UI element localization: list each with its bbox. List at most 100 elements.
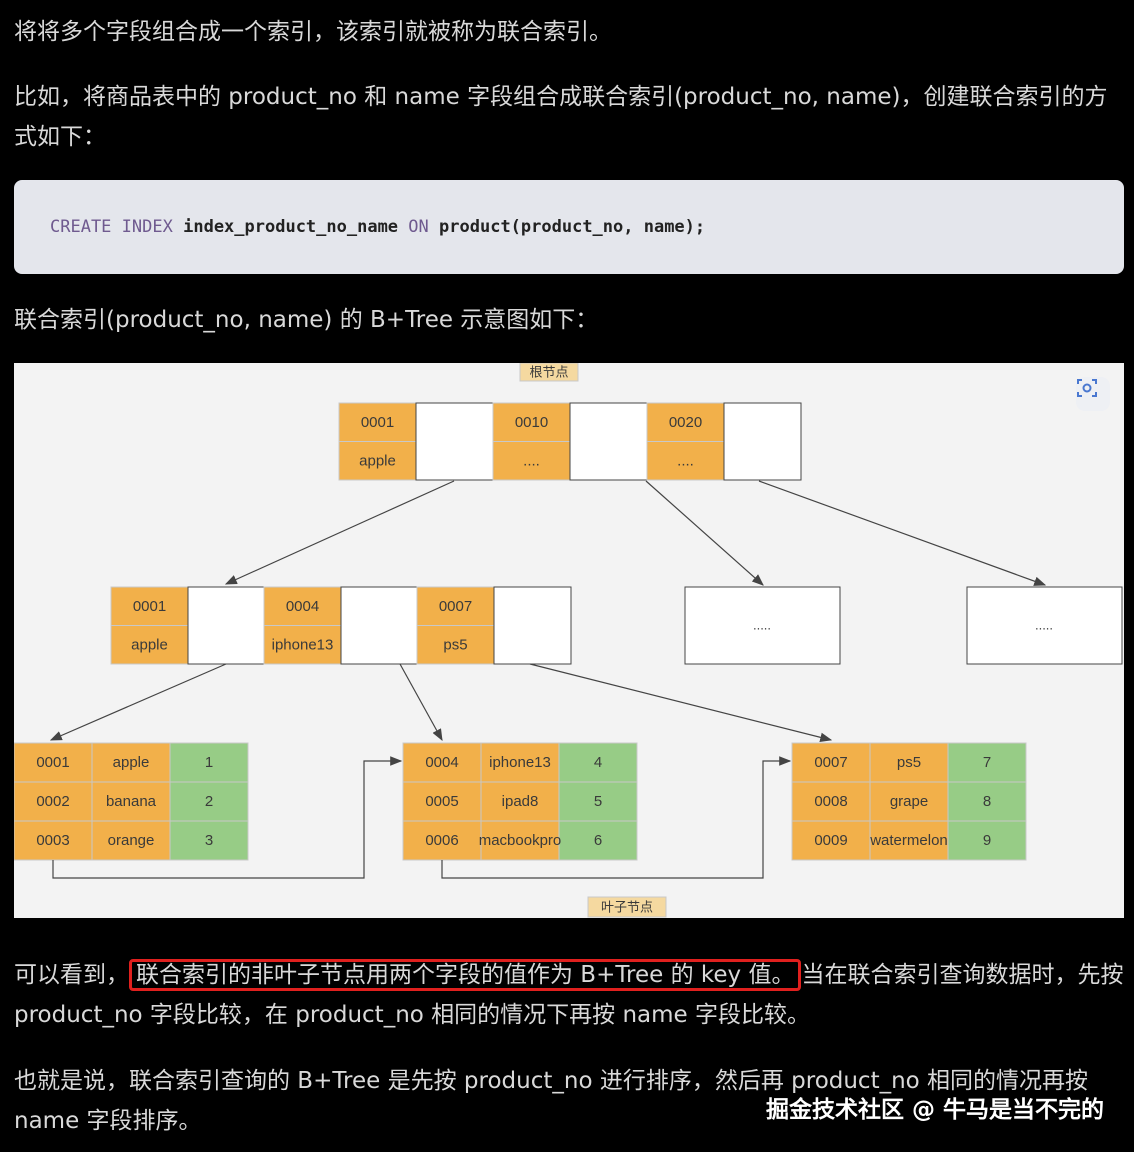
- root-name-cell: [492, 441, 571, 481]
- watermark: 掘金技术社区 @ 牛马是当不完的: [765, 1097, 1104, 1123]
- leaf-name-cell: [480, 781, 560, 822]
- paragraph-example: 比如，将商品表中的 product_no 和 name 字段组合成联合索引(pr…: [14, 84, 1108, 150]
- leaf-key-cell: [402, 781, 482, 822]
- leaf-data-text: 2: [205, 793, 213, 810]
- leaf-data-cell: [558, 781, 638, 822]
- root-key-cell: [646, 402, 725, 442]
- root-key-text: 0020: [669, 414, 702, 431]
- leaf-data-text: 3: [205, 832, 213, 849]
- mid-placeholder-text: .....: [753, 618, 771, 633]
- root-key-cell: [492, 402, 571, 442]
- leaf-name-cell: [869, 820, 949, 861]
- leaf-label-box: [587, 896, 667, 918]
- leaf-name-text: grape: [890, 793, 928, 810]
- leaf-key-text: 0003: [36, 832, 69, 849]
- image-scan-button[interactable]: [1076, 377, 1110, 411]
- leaf-name-text: banana: [106, 793, 157, 810]
- mid-key-cell: [416, 586, 495, 626]
- mid-pointer-cell: [493, 586, 572, 665]
- leaf-data-text: 4: [594, 754, 602, 771]
- mid-pointer-cell: [187, 586, 266, 665]
- highlighted-statement: 联合索引的非叶子节点用两个字段的值作为 B+Tree 的 key 值。: [129, 959, 802, 991]
- leaf-name-text: apple: [113, 754, 150, 771]
- root-name-cell: [646, 441, 725, 481]
- leaf-data-cell: [947, 820, 1027, 861]
- code-block: CREATE INDEX index_product_no_name ON pr…: [14, 180, 1124, 274]
- root-pointer-cell: [415, 402, 494, 481]
- mid-placeholder-text: .....: [1035, 618, 1053, 633]
- code-keyword-create: CREATE: [50, 217, 112, 237]
- code-index-name: index_product_no_name: [183, 217, 399, 237]
- arrow-mid-to-leaf1: [49, 663, 227, 741]
- leaf-data-text: 9: [983, 832, 991, 849]
- leaf-data-cell: [169, 781, 249, 822]
- leaf-key-text: 0009: [814, 832, 847, 849]
- leaf-key-text: 0001: [36, 754, 69, 771]
- mid-name-cell: [416, 625, 495, 665]
- leaf-data-text: 8: [983, 793, 991, 810]
- leaf-name-cell: [480, 742, 560, 783]
- btree-diagram: 根节点叶子节点 0001 apple 0010.... 0020.... 0001 appl…: [14, 363, 1124, 918]
- leaf-data-text: 5: [594, 793, 602, 810]
- conclusion-suffix: 当在联合索引查询数据时，先按 product_no 字段比较，在 product…: [14, 962, 1124, 1028]
- leaf-key-text: 0004: [425, 754, 458, 771]
- scan-icon: [1077, 379, 1097, 397]
- leaf-name-text: orange: [108, 832, 155, 849]
- mid-name-cell: [263, 625, 342, 665]
- leaf-name-text: macbookpro: [479, 832, 562, 849]
- mid-key-cell: [110, 586, 189, 626]
- arrow-leaf1-to-leaf2: [52, 756, 403, 879]
- code-keyword-index: INDEX: [121, 217, 173, 237]
- paragraph-conclusion: 可以看到，联合索引的非叶子节点用两个字段的值作为 B+Tree 的 key 值。…: [14, 955, 1124, 1035]
- root-key-cell: [338, 402, 417, 442]
- root-label: 根节点: [529, 365, 568, 380]
- leaf-key-cell: [14, 781, 93, 822]
- leaf-data-text: 1: [205, 754, 213, 771]
- root-pointer-cell: [723, 402, 802, 481]
- mid-name-cell: [110, 625, 189, 665]
- arrow-root-to-placeholder2: [758, 480, 1047, 586]
- leaf-name-cell: [869, 742, 949, 783]
- root-key-text: 0010: [515, 414, 548, 431]
- mid-pointer-cell: [340, 586, 419, 665]
- leaf-name-cell: [480, 820, 560, 861]
- leaf-data-cell: [558, 742, 638, 783]
- leaf-data-text: 7: [983, 754, 991, 771]
- leaf-name-cell: [91, 781, 171, 822]
- mid-name-text: apple: [131, 636, 168, 653]
- conclusion-prefix: 可以看到，: [14, 962, 129, 988]
- arrow-root-to-mid: [224, 480, 455, 585]
- leaf-key-text: 0005: [425, 793, 458, 810]
- mid-key-text: 0001: [133, 598, 166, 615]
- leaf-key-text: 0002: [36, 793, 69, 810]
- leaf-data-text: 6: [594, 832, 602, 849]
- leaf-name-text: ipad8: [502, 793, 539, 810]
- paragraph-diagram-intro: 联合索引(product_no, name) 的 B+Tree 示意图如下：: [14, 307, 599, 333]
- code-table: product(product_no, name);: [439, 217, 706, 237]
- code-keyword-on: ON: [408, 217, 429, 237]
- leaf-key-text: 0007: [814, 754, 847, 771]
- leaf-label: 叶子节点: [601, 900, 653, 915]
- root-label-box: [519, 363, 579, 382]
- leaf-name-text: watermelon: [869, 832, 948, 849]
- leaf-data-cell: [169, 742, 249, 783]
- paragraph-intro: 将将多个字段组合成一个索引，该索引就被称为联合索引。: [14, 19, 612, 45]
- root-name-text: ....: [677, 452, 694, 469]
- leaf-key-cell: [791, 742, 871, 783]
- leaf-name-text: ps5: [897, 754, 921, 771]
- leaf-data-cell: [169, 820, 249, 861]
- mid-name-text: iphone13: [272, 636, 334, 653]
- leaf-name-cell: [91, 820, 171, 861]
- root-name-text: ....: [523, 452, 540, 469]
- mid-name-text: ps5: [443, 636, 467, 653]
- root-name-text: apple: [359, 452, 396, 469]
- leaf-key-text: 0008: [814, 793, 847, 810]
- arrow-leaf2-to-leaf3: [441, 756, 792, 879]
- leaf-name-text: iphone13: [489, 754, 551, 771]
- mid-key-text: 0007: [439, 598, 472, 615]
- mid-key-text: 0004: [286, 598, 319, 615]
- mid-placeholder-node: [966, 586, 1123, 665]
- leaf-data-cell: [558, 820, 638, 861]
- mid-placeholder-node: [684, 586, 841, 665]
- paragraph-summary: 也就是说，联合索引查询的 B+Tree 是先按 product_no 进行排序，…: [14, 1068, 1089, 1134]
